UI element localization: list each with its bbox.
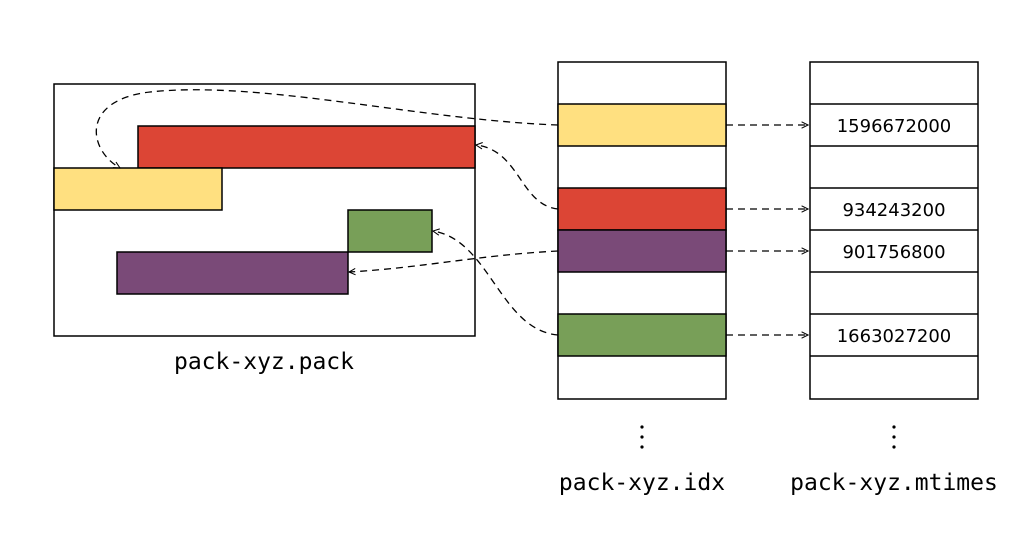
mtime-value: 1663027200 bbox=[837, 326, 952, 347]
idx-file-label: pack-xyz.idx bbox=[559, 470, 725, 496]
mtime-value: 1596672000 bbox=[837, 116, 952, 137]
idx-entry-red bbox=[557, 187, 727, 231]
idx-to-pack-arrows bbox=[95, 89, 559, 336]
pack-object-red bbox=[137, 125, 476, 169]
arrow-idx-red-to-pack bbox=[476, 145, 559, 210]
mtime-value: 901756800 bbox=[842, 242, 945, 263]
idx-continuation-dots bbox=[640, 425, 644, 449]
mtimes-continuation-dots bbox=[892, 425, 896, 449]
pack-object-yellow bbox=[53, 167, 223, 211]
mtimes-file: 1596672000 934243200 901756800 166302720… bbox=[790, 61, 998, 496]
pack-file: pack-xyz.pack bbox=[53, 83, 476, 375]
idx-file: pack-xyz.idx bbox=[557, 61, 727, 496]
arrow-idx-green-to-pack bbox=[433, 231, 559, 336]
arrow-idx-purple-to-pack bbox=[349, 250, 559, 272]
mtime-value: 934243200 bbox=[842, 200, 945, 221]
mtimes-file-label: pack-xyz.mtimes bbox=[790, 470, 998, 496]
pack-file-label: pack-xyz.pack bbox=[174, 349, 354, 375]
idx-to-mtimes-arrows bbox=[726, 125, 808, 335]
arrow-idx-yellow-to-pack bbox=[95, 89, 559, 168]
idx-entry-purple bbox=[557, 229, 727, 273]
pack-object-purple bbox=[116, 251, 349, 295]
pack-object-green bbox=[347, 209, 433, 253]
idx-entry-green bbox=[557, 313, 727, 357]
idx-entry-yellow bbox=[557, 103, 727, 147]
